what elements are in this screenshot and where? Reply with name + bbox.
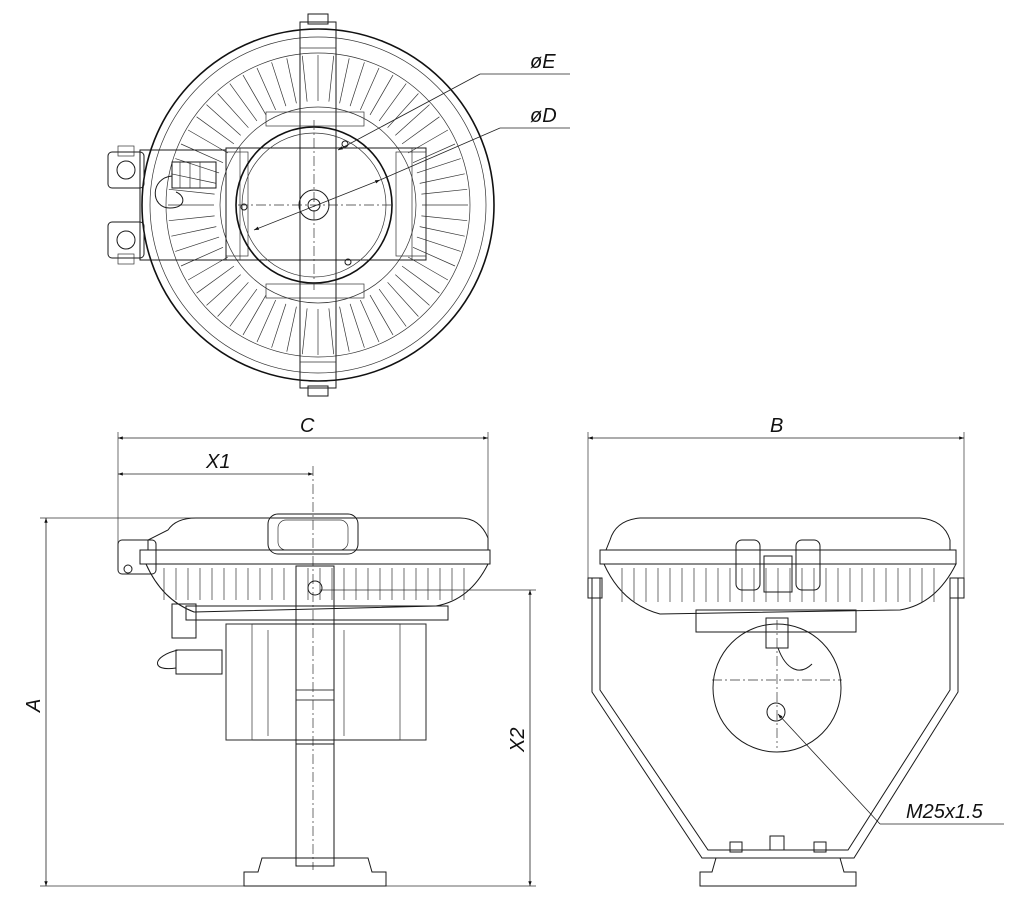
fin-line bbox=[401, 116, 440, 145]
fin-line bbox=[349, 303, 365, 348]
fin-line bbox=[196, 265, 235, 294]
dimension-x1-label: X1 bbox=[205, 451, 230, 473]
bottom-bolt bbox=[307, 385, 329, 397]
fin-line bbox=[171, 226, 217, 237]
fin-line bbox=[407, 256, 449, 281]
connector-housing bbox=[139, 149, 227, 261]
fin-line bbox=[171, 173, 217, 184]
front-base bbox=[243, 857, 387, 887]
fin-line bbox=[206, 274, 241, 306]
fin-line bbox=[369, 74, 394, 116]
fin-line bbox=[286, 58, 297, 104]
side-view: B M25x1.5 bbox=[587, 415, 1004, 887]
fin-line bbox=[359, 299, 380, 343]
fin-line bbox=[286, 306, 297, 352]
fin-line bbox=[229, 83, 258, 122]
fin-line bbox=[412, 143, 456, 164]
fin-line bbox=[395, 274, 430, 306]
thread-hole bbox=[766, 702, 786, 722]
diameter-e-label: øE bbox=[530, 51, 556, 73]
dimension-b-label: B bbox=[770, 415, 783, 437]
hinge-bottom bbox=[107, 221, 145, 259]
fin-line bbox=[387, 93, 419, 128]
fin-line bbox=[339, 58, 350, 104]
fin-line bbox=[168, 215, 215, 222]
fin-line bbox=[421, 188, 468, 195]
fin-line bbox=[328, 308, 335, 355]
top-view: øE øD bbox=[107, 13, 570, 397]
outer-housing-ring bbox=[141, 28, 495, 382]
fin-line bbox=[349, 62, 365, 107]
fin-line bbox=[378, 288, 407, 327]
side-base bbox=[699, 857, 857, 887]
fin-line bbox=[378, 83, 407, 122]
dimension-x2-label: X2 bbox=[507, 728, 529, 753]
fin-line bbox=[271, 303, 287, 348]
fin-line bbox=[217, 93, 249, 128]
top-bolt bbox=[307, 13, 329, 25]
fin-line bbox=[395, 104, 430, 136]
fin-line bbox=[206, 104, 241, 136]
fin-line bbox=[180, 246, 224, 267]
fin-line bbox=[271, 62, 287, 107]
fin-line bbox=[187, 129, 229, 154]
driver-box bbox=[225, 623, 427, 741]
cable-gland bbox=[171, 161, 217, 189]
side-housing-fins bbox=[603, 563, 957, 615]
fin-line bbox=[180, 143, 224, 164]
yoke-bracket bbox=[591, 577, 959, 859]
fin-line bbox=[168, 188, 215, 195]
hinge-top bbox=[107, 151, 145, 189]
fin-line bbox=[421, 215, 468, 222]
fin-line bbox=[229, 288, 258, 327]
fin-line bbox=[301, 55, 308, 102]
front-housing-fins bbox=[145, 563, 489, 613]
fin-line bbox=[416, 236, 461, 252]
pole bbox=[295, 565, 335, 867]
dimension-a-label: A bbox=[23, 699, 45, 713]
fin-line bbox=[187, 256, 229, 281]
inner-housing-ring bbox=[149, 36, 487, 374]
cable-loop bbox=[154, 175, 184, 209]
fin-line bbox=[175, 236, 220, 252]
fin-line bbox=[401, 265, 440, 294]
diameter-d-label: øD bbox=[530, 105, 557, 127]
fin-line bbox=[387, 282, 419, 317]
fin-line bbox=[407, 129, 449, 154]
fin-line bbox=[412, 246, 456, 267]
fin-line bbox=[416, 158, 461, 174]
fin-line bbox=[419, 226, 465, 237]
fin-line bbox=[359, 67, 380, 111]
front-housing-top bbox=[147, 517, 489, 551]
side-housing-top bbox=[605, 517, 951, 551]
dimension-c-label: C bbox=[300, 415, 315, 437]
fin-line bbox=[419, 173, 465, 184]
front-view: C X1 A X2 bbox=[23, 415, 536, 887]
fin-line bbox=[196, 116, 235, 145]
fin-line bbox=[242, 74, 267, 116]
fin-line bbox=[242, 294, 267, 336]
fin-line bbox=[217, 282, 249, 317]
fin-line bbox=[256, 67, 277, 111]
fin-line bbox=[369, 294, 394, 336]
fin-line bbox=[339, 306, 350, 352]
fin-line bbox=[175, 158, 220, 174]
fin-line bbox=[328, 55, 335, 102]
thread-label: M25x1.5 bbox=[906, 801, 984, 823]
fin-line bbox=[256, 299, 277, 343]
fin-line bbox=[301, 308, 308, 355]
radial-fins bbox=[168, 55, 468, 355]
